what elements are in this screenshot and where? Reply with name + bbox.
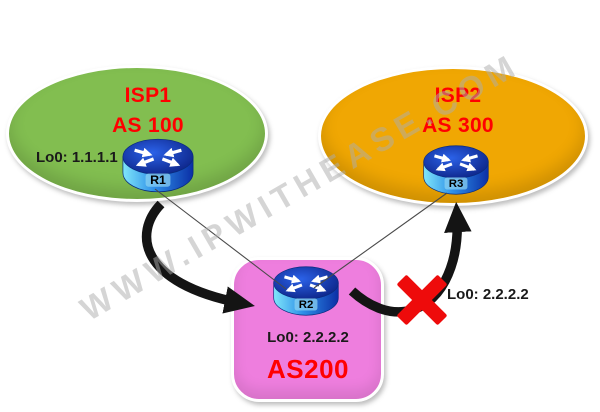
r1-loopback-label: Lo0: 1.1.1.1 [36,149,118,166]
router-r1-icon: R1 [120,136,196,195]
isp1-as-number: AS 100 [112,113,184,137]
route-advertisement-arrow-r1-to-r2 [141,200,255,314]
blocked-x-icon [396,274,448,326]
isp2-as-number: AS 300 [422,113,494,137]
router-r3-label: R3 [449,178,464,190]
router-r2-label: R2 [299,299,314,311]
isp1-name: ISP1 [124,84,172,107]
as200-title: AS200 [267,354,349,384]
isp2-title: ISP2 AS 300 [368,81,548,141]
router-r2-icon: R2 [271,264,341,318]
blocked-route-label: Lo0: 2.2.2.2 [447,286,529,303]
router-r1-label: R1 [150,173,166,187]
isp1-title: ISP1 AS 100 [58,81,238,141]
isp2-name: ISP2 [434,84,482,107]
r2-loopback-label: Lo0: 2.2.2.2 [267,329,349,346]
router-r3-icon: R3 [421,143,491,197]
